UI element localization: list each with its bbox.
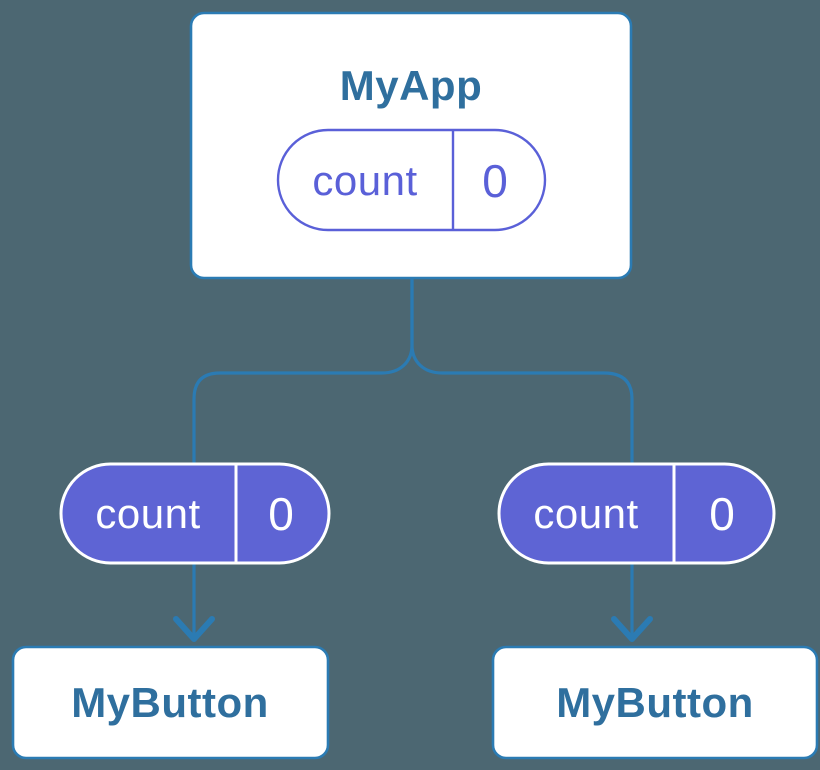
myapp-state-value: 0 [482, 155, 508, 207]
myapp-state-label: count [312, 157, 417, 204]
myapp-state-pill [276, 128, 547, 232]
left-prop-value: 0 [268, 488, 294, 540]
down-arrow-left-icon [173, 616, 215, 642]
left-mybutton-title: MyButton [71, 679, 269, 726]
left-mybutton-node-box [11, 645, 330, 760]
myapp-title: MyApp [340, 62, 483, 109]
connector-right [410, 278, 634, 637]
down-arrow-right-icon [611, 616, 653, 642]
left-prop-label: count [95, 490, 200, 537]
right-mybutton-node-box [491, 645, 819, 760]
right-prop-label: count [533, 490, 638, 537]
right-prop-pill [497, 462, 776, 565]
right-prop-value: 0 [709, 488, 735, 540]
right-mybutton-title: MyButton [556, 679, 754, 726]
connector-left [192, 278, 414, 637]
left-prop-pill [59, 462, 331, 565]
